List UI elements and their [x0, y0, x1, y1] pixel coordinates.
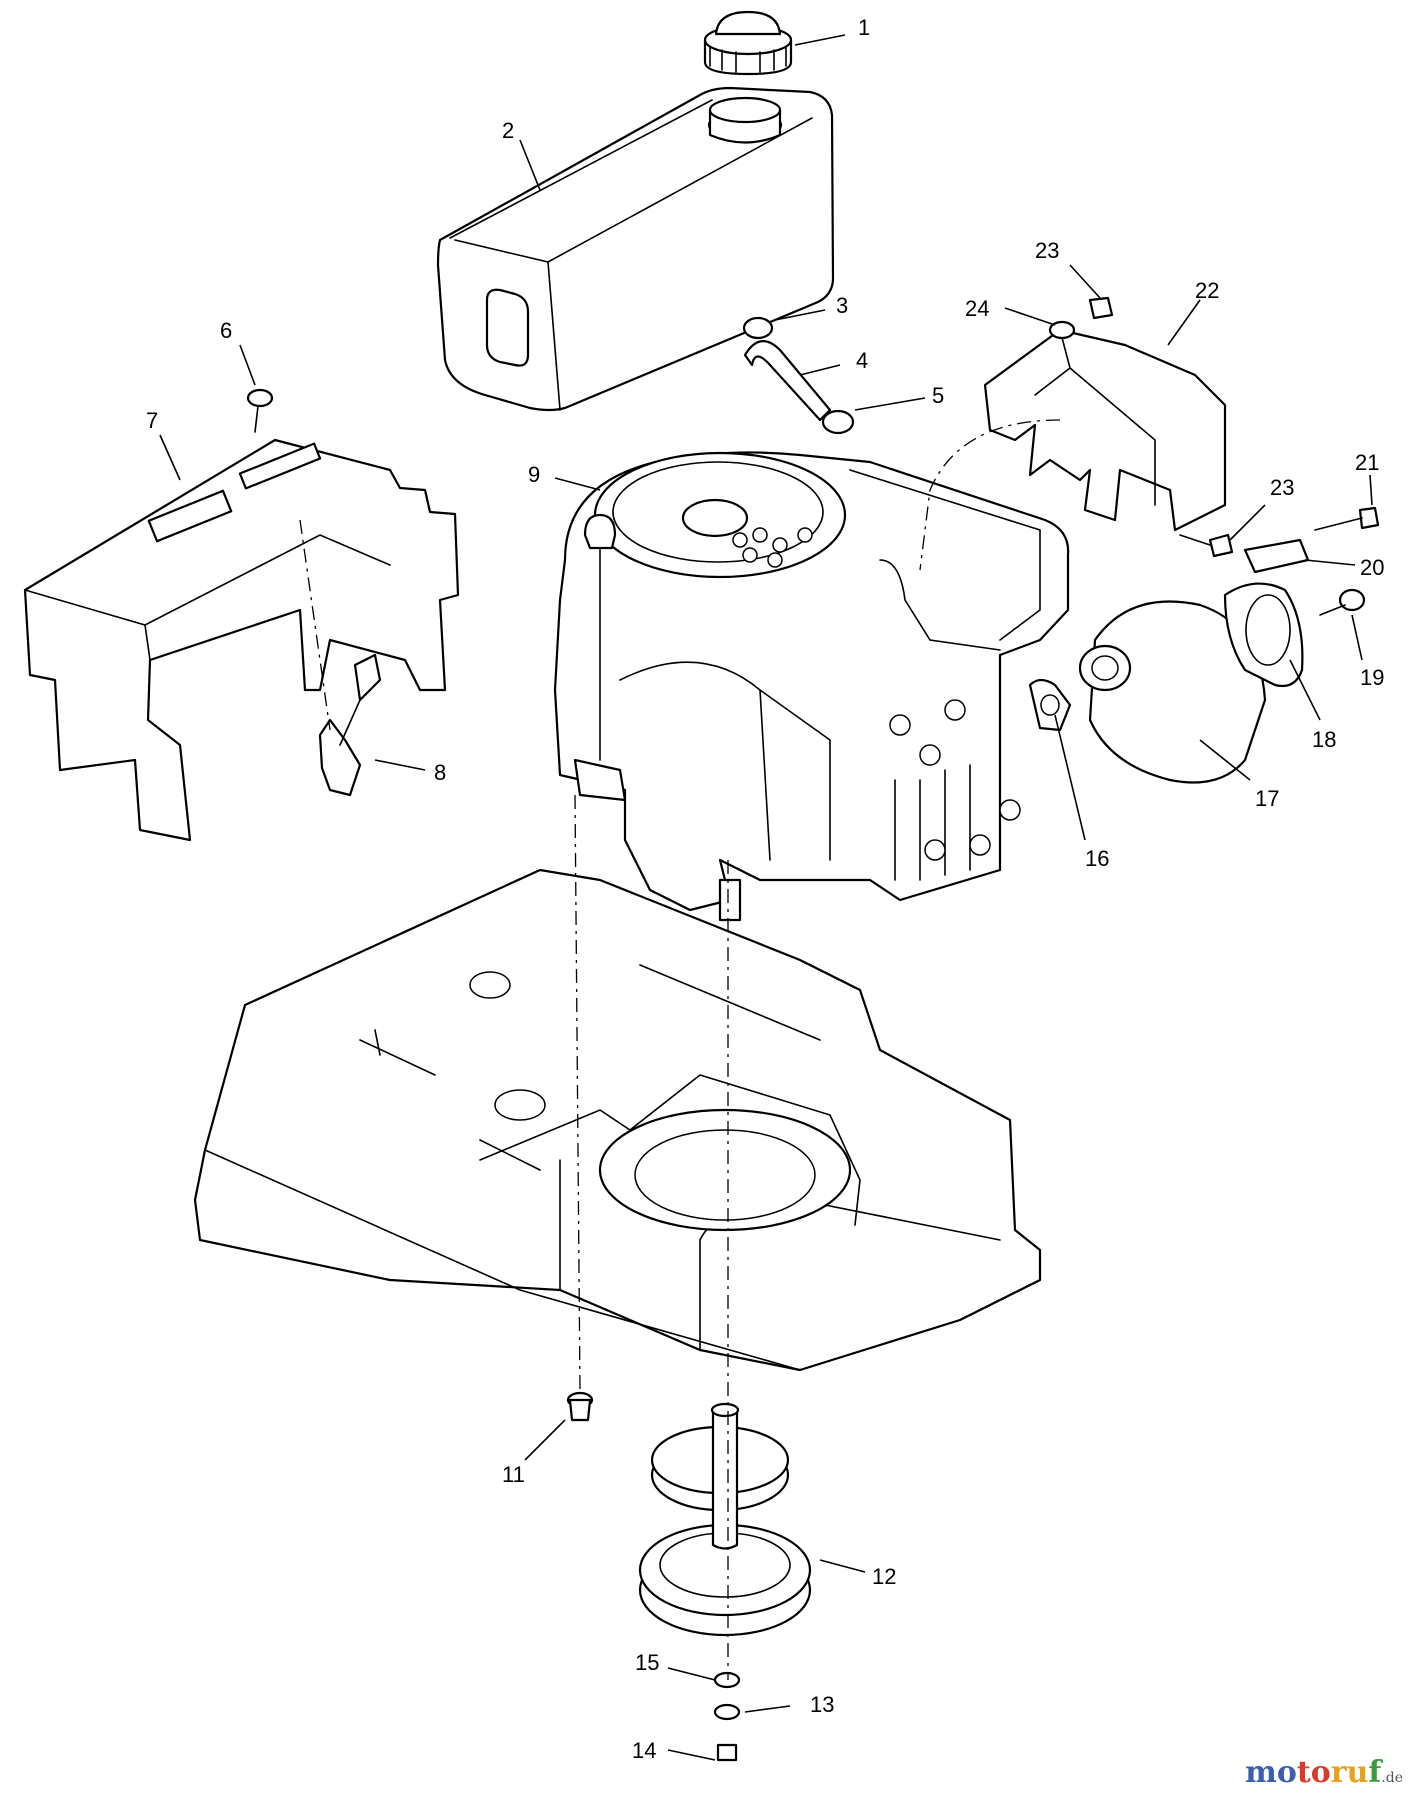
washer-part-13[interactable]	[713, 1703, 741, 1721]
bolt-part-21[interactable]	[1314, 506, 1380, 531]
callout-7: 7	[146, 408, 158, 433]
washer-part-15[interactable]	[713, 1671, 741, 1689]
callout-20: 20	[1360, 555, 1384, 580]
bolt-part-23-top[interactable]	[1048, 296, 1114, 340]
bolt-part-23-lower[interactable]	[1179, 533, 1234, 558]
bolt-part-11[interactable]	[566, 1391, 594, 1422]
callout-15: 15	[635, 1650, 659, 1675]
callout-8: 8	[434, 760, 446, 785]
callout-24: 24	[965, 296, 989, 321]
muffler-part-17[interactable]	[1078, 600, 1267, 784]
callout-13: 13	[810, 1692, 834, 1717]
callout-17: 17	[1255, 786, 1279, 811]
callout-2: 2	[502, 118, 514, 143]
clip-part-20[interactable]	[1243, 538, 1310, 574]
chassis-frame	[193, 868, 1042, 1372]
fuel-tank-part-2[interactable]	[436, 86, 835, 412]
callout-21: 21	[1355, 450, 1379, 475]
pulley-part-12[interactable]	[638, 1402, 812, 1637]
callout-18: 18	[1312, 727, 1336, 752]
screw-part-19[interactable]	[1319, 588, 1366, 616]
callout-6: 6	[220, 318, 232, 343]
screw-part-6[interactable]	[246, 388, 274, 433]
callout-5: 5	[932, 383, 944, 408]
callout-23-top: 23	[1035, 238, 1059, 263]
muffler-shield-part-22[interactable]	[983, 328, 1227, 532]
fuel-hose-part-4[interactable]	[742, 316, 855, 435]
centerlines	[299, 419, 1061, 1680]
callout-19: 19	[1360, 665, 1384, 690]
callout-14: 14	[632, 1738, 656, 1763]
fuel-cap-part-1[interactable]	[703, 10, 793, 76]
callout-23-lower: 23	[1270, 475, 1294, 500]
muffler-flange-part-18[interactable]	[1223, 582, 1304, 688]
callout-11: 11	[502, 1462, 525, 1487]
callout-1: 1	[858, 15, 870, 40]
callout-22: 22	[1195, 278, 1219, 303]
engine-part-9[interactable]	[553, 451, 1070, 922]
callout-12: 12	[872, 1564, 896, 1589]
gasket-part-16[interactable]	[1028, 678, 1072, 732]
callout-4: 4	[856, 348, 868, 373]
callout-16: 16	[1085, 846, 1109, 871]
motoruf-watermark-logo: motoruf.de	[1245, 1755, 1403, 1790]
leader-lines	[159, 34, 1373, 1761]
dash-panel-part-7[interactable]	[23, 438, 460, 842]
callout-labels: 1 2 3 4 5 6 7 8 9 11 12 13 14 15 16 17 1…	[146, 15, 1384, 1763]
callout-3: 3	[836, 293, 848, 318]
bolt-part-14[interactable]	[716, 1743, 738, 1762]
callout-9: 9	[528, 462, 540, 487]
throttle-lever-part-8[interactable]	[318, 653, 382, 797]
